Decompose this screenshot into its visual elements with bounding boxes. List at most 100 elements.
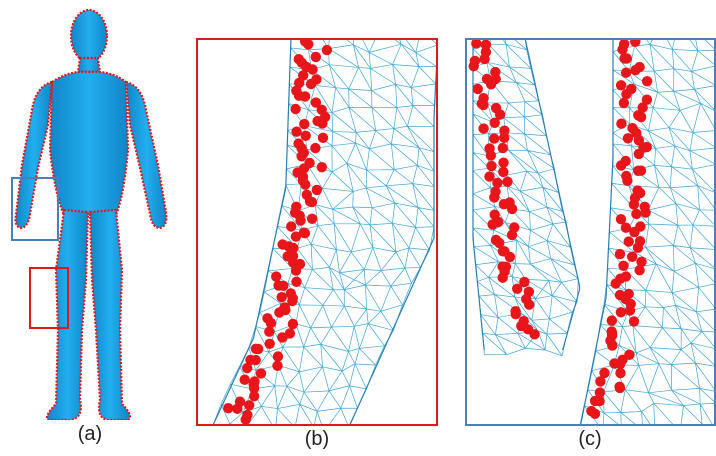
boundary-point [616,80,626,90]
boundary-point [249,391,259,401]
boundary-point [486,79,496,89]
boundary-point [595,376,605,386]
boundary-point [300,228,310,238]
boundary-point [616,119,626,129]
human-body [16,10,167,420]
boundary-point [274,307,284,317]
boundary-point [634,149,644,159]
boundary-point [486,150,496,160]
boundary-point [299,119,309,129]
boundary-point [490,118,500,128]
boundary-point [633,243,643,253]
boundary-point [306,79,316,89]
boundary-point [322,45,332,55]
boundary-point [478,100,488,110]
panel-b [196,38,438,426]
boundary-point [291,277,301,287]
boundary-point [498,158,508,168]
boundary-point [631,209,641,219]
boundary-point [636,112,646,122]
boundary-point [486,161,496,171]
boundary-point [244,400,254,410]
boundary-point [271,271,281,281]
panel-c [465,38,716,426]
boundary-point [524,300,534,310]
boundary-point [478,123,488,133]
boundary-point [616,307,626,317]
boundary-point [629,316,639,326]
boundary-point [487,219,497,229]
boundary-point [251,344,261,354]
boundary-point [489,133,499,143]
boundary-point [273,351,283,361]
boundary-point [618,261,628,271]
boundary-point [629,227,639,237]
boundary-point [614,382,624,392]
boundary-point [511,309,521,319]
boundary-point [291,127,301,137]
boundary-point [594,396,604,406]
boundary-point [290,104,300,114]
boundary-point [240,375,250,385]
boundary-point [278,281,288,291]
boundary-point [640,207,650,217]
boundary-point [507,230,517,240]
frame-b [197,39,437,425]
boundary-point [621,89,631,99]
boundary-point [251,355,261,365]
boundary-point [616,160,626,170]
boundary-point [634,265,644,275]
boundary-point [623,133,633,143]
boundary-point [473,84,483,94]
boundary-point [633,166,643,176]
boundary-point [317,162,327,172]
caption-b: (b) [287,428,347,451]
boundary-point [627,252,637,262]
boundary-point [307,64,317,74]
boundary-point [489,192,499,202]
boundary-point [311,52,321,62]
boundary-point [318,133,328,143]
boundary-point [479,54,489,64]
boundary-point [609,358,619,368]
boundary-point [502,177,512,187]
panel-a [0,0,190,420]
boundary-point [266,318,276,328]
boundary-point [625,305,635,315]
boundary-point [469,61,479,71]
boundary-point [232,404,242,414]
boundary-point [295,215,305,225]
boundary-point [621,68,631,78]
boundary-point [300,91,310,101]
boundary-point [607,340,617,350]
boundary-point [498,273,508,283]
boundary-point [223,403,233,413]
boundary-point [303,39,313,49]
boundary-point [272,361,282,371]
boundary-point [611,278,621,288]
boundary-point [291,265,301,275]
boundary-point [241,414,251,424]
boundary-point [277,332,287,342]
boundary-point [492,178,502,188]
caption-c: (c) [560,428,620,451]
boundary-point [498,167,508,177]
boundary-point [286,221,296,231]
boundary-point [622,53,632,63]
mesh-zoom-b [196,38,438,426]
boundary-point [307,214,317,224]
boundary-point [301,131,311,141]
boundary-point [498,143,508,153]
boundary-point [312,185,322,195]
boundary-point [288,319,298,329]
boundary-point [242,363,252,373]
boundary-point [296,151,306,161]
boundary-point [300,179,310,189]
boundary-point [307,197,317,207]
human-figure-svg [0,0,190,420]
boundary-point [615,249,625,259]
boundary-point [619,98,629,108]
boundary-point [529,329,539,339]
boundary-point [499,133,509,143]
boundary-point [624,236,634,246]
